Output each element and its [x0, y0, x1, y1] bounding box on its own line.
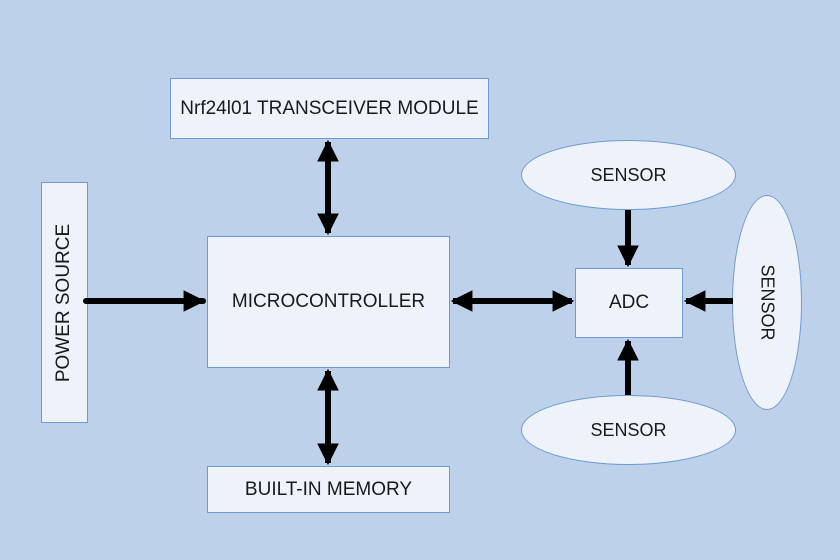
sensor-bottom-label: SENSOR — [590, 419, 667, 440]
microcontroller-label: MICROCONTROLLER — [231, 291, 426, 312]
sensor-right-ellipse: SENSOR — [732, 195, 802, 410]
transceiver-module-box: Nrf24l01 TRANSCEIVER MODULE — [170, 78, 489, 139]
sensor-bottom-ellipse: SENSOR — [521, 395, 736, 465]
adc-label: ADC — [608, 292, 650, 313]
built-in-memory-label: BUILT-IN MEMORY — [244, 478, 413, 500]
microcontroller-box: MICROCONTROLLER — [207, 236, 450, 368]
built-in-memory-box: BUILT-IN MEMORY — [207, 466, 450, 513]
sensor-top-ellipse: SENSOR — [521, 140, 736, 210]
adc-box: ADC — [575, 268, 683, 338]
transceiver-module-label: Nrf24l01 TRANSCEIVER MODULE — [180, 97, 479, 119]
power-source-box: POWER SOURCE — [41, 182, 88, 423]
sensor-top-label: SENSOR — [590, 164, 667, 185]
